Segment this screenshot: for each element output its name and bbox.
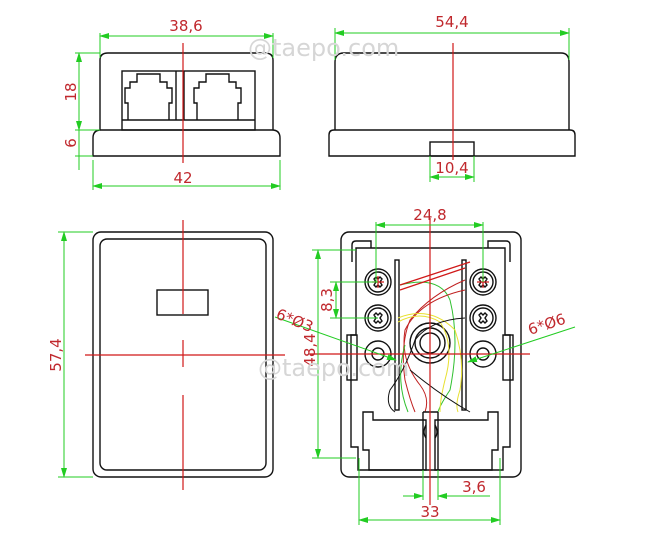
dim-10-4: 10,4 xyxy=(435,159,468,177)
terminal-strip-right xyxy=(461,259,467,411)
front-base xyxy=(92,129,281,157)
side-view: 54,4 10,4 xyxy=(328,13,576,182)
dim-6x-d3: 6*Ø3 xyxy=(274,305,316,336)
dim-42: 42 xyxy=(173,169,192,187)
dim-48-4: 48,4 xyxy=(301,333,319,366)
side-slot xyxy=(429,141,475,157)
jack-block-left xyxy=(362,411,427,471)
dim-38-6: 38,6 xyxy=(169,17,202,35)
terminal-strip-left xyxy=(394,259,400,411)
dim-6x-d6: 6*Ø6 xyxy=(526,310,568,339)
screw-icon xyxy=(478,312,488,324)
rj-jack-icon xyxy=(124,73,173,120)
dim-8-3: 8,3 xyxy=(318,288,336,312)
side-base xyxy=(328,129,576,157)
internal-view: 24,8 8,3 48,4 6*Ø3 6*Ø6 3,6 33 xyxy=(274,206,576,525)
screw-icon xyxy=(373,312,383,324)
watermark: @taepo.com xyxy=(258,354,409,382)
front-view: 38,6 42 18 6 xyxy=(62,17,281,190)
jack-blocks xyxy=(362,411,499,471)
dim-54-4: 54,4 xyxy=(435,13,468,31)
wires xyxy=(387,279,471,413)
jack-block-right xyxy=(434,411,499,471)
dim-6: 6 xyxy=(62,138,80,148)
front-upper-body xyxy=(99,52,274,130)
jack-frame xyxy=(121,70,256,131)
side-upper-body xyxy=(334,52,570,130)
top-view: 57,4 xyxy=(47,220,285,490)
housing-inner xyxy=(350,247,511,471)
dim-18: 18 xyxy=(62,82,80,101)
dim-3-6: 3,6 xyxy=(462,478,486,496)
dim-57-4: 57,4 xyxy=(47,338,65,371)
dim-24-8: 24,8 xyxy=(413,206,446,224)
watermark: @taepo.com xyxy=(248,34,399,62)
rj-jack-icon xyxy=(193,73,242,120)
dim-33: 33 xyxy=(420,503,439,521)
